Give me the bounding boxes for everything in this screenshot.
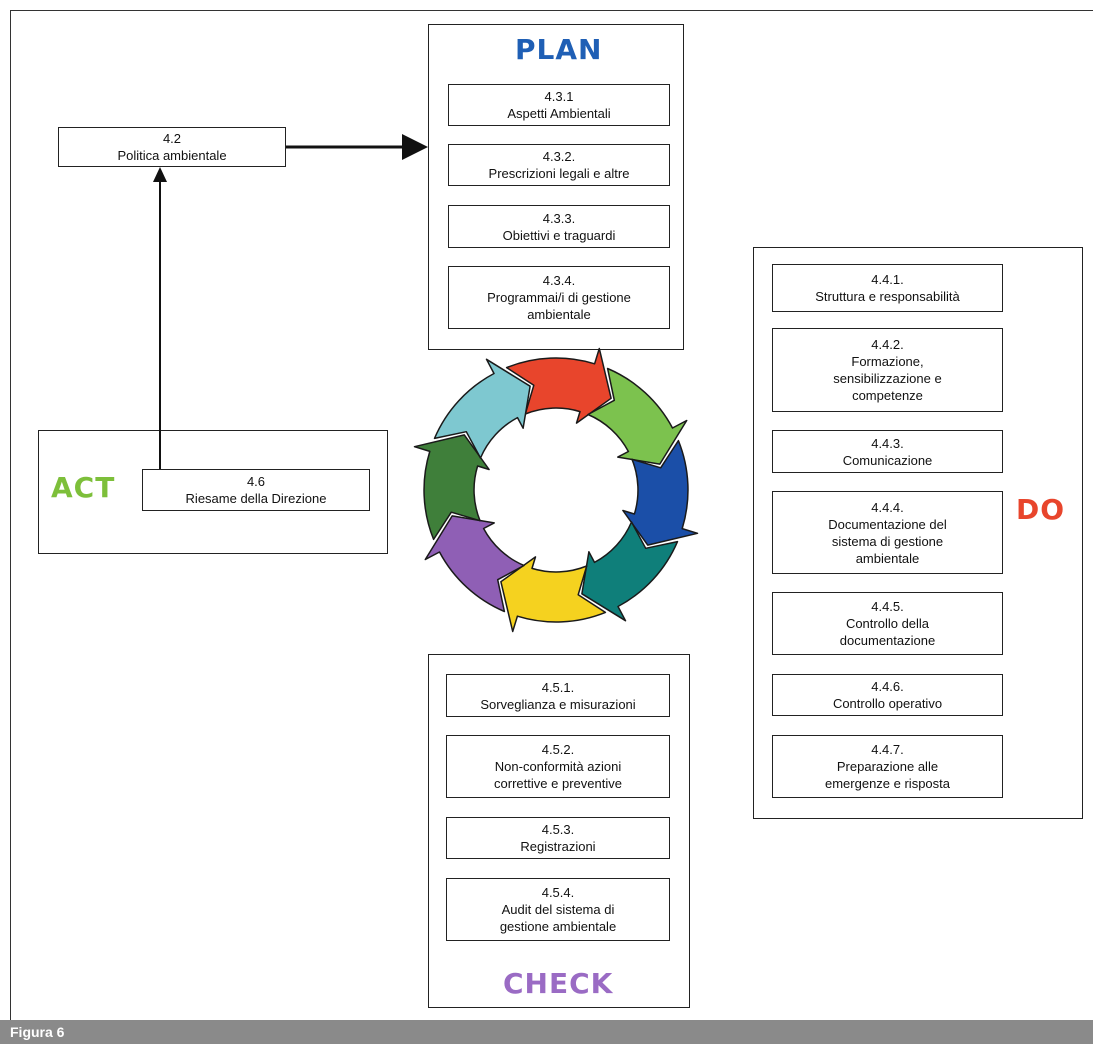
plan-item-label: 4.3.4. Programmai/i di gestione ambienta… — [487, 273, 631, 322]
policy-to-plan-arrowhead — [402, 134, 428, 160]
plan-item-label: 4.3.2. Prescrizioni legali e altre — [488, 149, 630, 181]
cycle-arrow-segment — [505, 347, 612, 424]
do-item-6: 4.4.6. Controllo operativo — [772, 674, 1003, 716]
do-item-label: 4.4.7. Preparazione alle emergenze e ris… — [824, 742, 950, 791]
do-item-4: 4.4.4. Documentazione del sistema di ges… — [772, 491, 1003, 574]
check-item-1: 4.5.1. Sorveglianza e misurazioni — [446, 674, 670, 717]
check-item-3: 4.5.3. Registrazioni — [446, 817, 670, 859]
cycle-arrow-segment — [413, 434, 490, 541]
plan-item-4: 4.3.4. Programmai/i di gestione ambienta… — [448, 266, 670, 329]
check-item-label: 4.5.4. Audit del sistema di gestione amb… — [499, 885, 617, 934]
do-item-label: 4.4.6. Controllo operativo — [832, 679, 943, 711]
act-title: ACT — [51, 471, 116, 504]
plan-item-label: 4.3.1 Aspetti Ambientali — [507, 89, 611, 121]
pdca-cycle — [413, 347, 699, 633]
cycle-arrow-segment — [587, 367, 688, 465]
policy-box: 4.2 Politica ambientale — [58, 127, 286, 167]
do-item-label: 4.4.2. Formazione, sensibilizzazione e c… — [833, 337, 942, 403]
do-title: DO — [1016, 493, 1066, 526]
act-to-policy-arrowhead — [153, 167, 167, 182]
cycle-arrow-segment — [581, 521, 679, 622]
act-item-label: 4.6 Riesame della Direzione — [185, 474, 327, 506]
cycle-arrow-segment — [433, 358, 531, 459]
do-item-label: 4.4.5. Controllo della documentazione — [839, 599, 936, 648]
plan-item-2: 4.3.2. Prescrizioni legali e altre — [448, 144, 670, 186]
caption-bar: Figura 6 — [0, 1020, 1093, 1044]
do-item-label: 4.4.3. Comunicazione — [842, 435, 933, 468]
act-item: 4.6 Riesame della Direzione — [142, 469, 370, 511]
cycle-arrow-segment — [500, 556, 607, 633]
check-item-2: 4.5.2. Non-conformità azioni correttive … — [446, 735, 670, 798]
plan-item-1: 4.3.1 Aspetti Ambientali — [448, 84, 670, 126]
do-item-1: 4.4.1. Struttura e responsabilità — [772, 264, 1003, 312]
plan-title: PLAN — [515, 33, 603, 66]
cycle-arrow-segment — [622, 439, 699, 546]
plan-item-3: 4.3.3. Obiettivi e traguardi — [448, 205, 670, 248]
check-item-4: 4.5.4. Audit del sistema di gestione amb… — [446, 878, 670, 941]
do-item-3: 4.4.3. Comunicazione — [772, 430, 1003, 473]
plan-item-label: 4.3.3. Obiettivi e traguardi — [502, 210, 616, 243]
figure-frame — [10, 10, 1093, 1020]
figure-caption: Figura 6 — [10, 1024, 65, 1040]
check-item-label: 4.5.2. Non-conformità azioni correttive … — [494, 742, 622, 791]
do-item-label: 4.4.1. Struttura e responsabilità — [815, 272, 960, 304]
do-item-5: 4.4.5. Controllo della documentazione — [772, 592, 1003, 655]
do-item-2: 4.4.2. Formazione, sensibilizzazione e c… — [772, 328, 1003, 412]
do-item-label: 4.4.4. Documentazione del sistema di ges… — [828, 499, 947, 566]
policy-label: 4.2 Politica ambientale — [117, 131, 227, 163]
check-title: CHECK — [503, 967, 614, 1000]
check-item-label: 4.5.1. Sorveglianza e misurazioni — [480, 679, 636, 712]
do-item-7: 4.4.7. Preparazione alle emergenze e ris… — [772, 735, 1003, 798]
cycle-arrow-segment — [424, 515, 525, 613]
check-item-label: 4.5.3. Registrazioni — [520, 822, 596, 854]
